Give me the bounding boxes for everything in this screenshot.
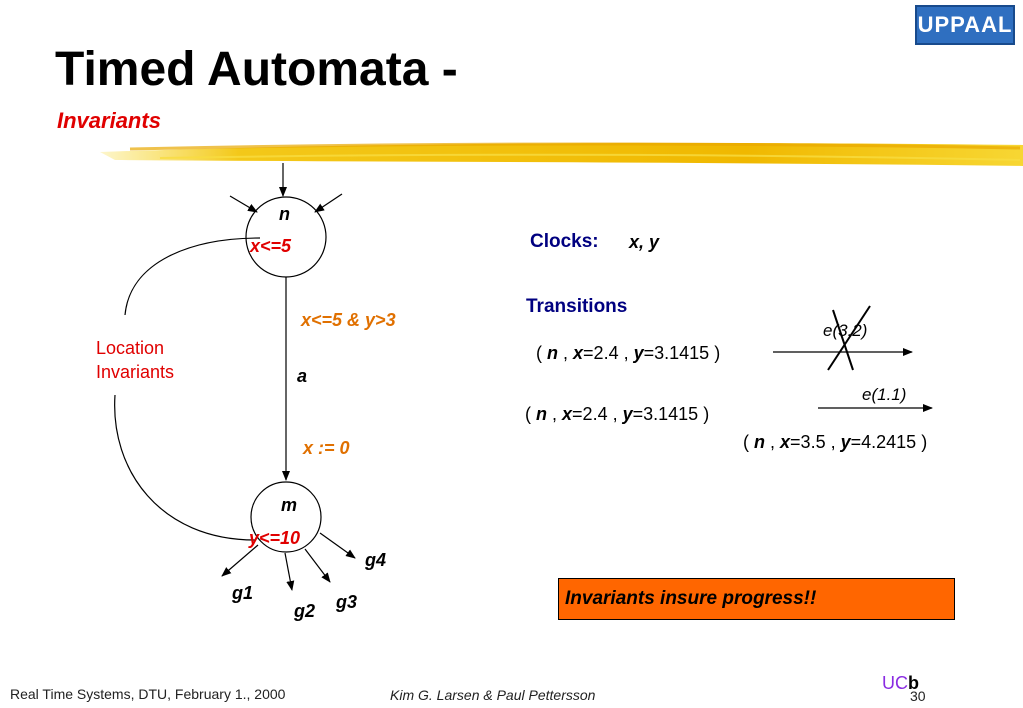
state-row-3-y: =4.2415 — [850, 432, 917, 452]
footer-logo-uc: UC — [882, 673, 908, 693]
state-row-1-y: =3.1415 — [643, 343, 710, 363]
edge-reset: x := 0 — [303, 438, 350, 458]
annotation-curve-lower — [114, 394, 256, 541]
state-row-3-x: =3.5 , — [790, 432, 836, 452]
outgoing-label-g3: g3 — [336, 592, 358, 612]
progress-callout: Invariants insure progress!! — [558, 578, 955, 620]
state-row-3-y-var: y — [840, 432, 851, 452]
outgoing-edge-g2 — [284, 552, 295, 591]
state-row-3-loc: n — [754, 432, 766, 452]
location-m-invariant: y<=10 — [249, 528, 301, 548]
state-row-1: ( n , x=2.4 , y=3.1415 ) — [536, 343, 721, 363]
delay-label-1: e(3.2) — [823, 321, 868, 340]
state-row-1-open: ( — [536, 343, 542, 363]
annotation-line-2: Invariants — [96, 362, 175, 382]
outgoing-edge-g3 — [304, 548, 331, 583]
delay-label-2: e(1.1) — [862, 385, 907, 404]
annotation-label: Location Invariants — [96, 336, 174, 384]
cross-line-a — [832, 309, 854, 371]
state-row-2: ( n , x=2.4 , y=3.1415 ) — [525, 404, 710, 424]
slide-title: Timed Automata - — [55, 43, 458, 96]
location-n-name: n — [279, 204, 290, 224]
state-row-2-x-var: x — [562, 404, 573, 424]
outgoing-label-g1: g1 — [232, 583, 254, 603]
clocks-value: x, y — [629, 232, 660, 252]
state-row-2-close: ) — [703, 404, 710, 424]
state-row-1-close: ) — [714, 343, 721, 363]
state-row-1-x: =2.4 , — [583, 343, 629, 363]
state-row-2-y: =3.1415 — [632, 404, 699, 424]
state-row-1-y-var: y — [633, 343, 644, 363]
footer-logo-b: b — [908, 673, 919, 693]
state-row-2-y-var: y — [622, 404, 633, 424]
outgoing-edge-g1 — [221, 544, 259, 577]
footer-course: Real Time Systems, DTU, February 1., 200… — [10, 686, 286, 702]
annotation-curve-upper — [124, 237, 261, 316]
state-row-1-loc: n — [547, 343, 559, 363]
location-m-name: m — [281, 495, 298, 515]
transitions-heading: Transitions — [526, 296, 628, 317]
footer-logo: UCb — [882, 673, 919, 694]
state-row-1-x-var: x — [573, 343, 584, 363]
outgoing-edge-g4 — [319, 532, 356, 559]
outgoing-label-g4: g4 — [365, 550, 387, 570]
location-m-circle — [250, 481, 322, 553]
uppaal-logo: UPPAAL — [915, 5, 1015, 45]
slide-subtitle: Invariants — [57, 108, 161, 133]
location-n-invariant: x<=5 — [250, 236, 292, 256]
page-number: 30 — [910, 688, 926, 704]
state-row-2-x: =2.4 , — [572, 404, 618, 424]
clocks-label: Clocks: — [530, 231, 599, 252]
state-row-3-close: ) — [921, 432, 928, 452]
cross-line-b — [827, 305, 871, 371]
state-row-2-loc: n — [536, 404, 548, 424]
state-row-3-x-var: x — [780, 432, 791, 452]
incoming-edge-right — [314, 193, 343, 213]
state-row-2-open: ( — [525, 404, 531, 424]
brush-stroke — [100, 142, 1023, 166]
incoming-edge-left — [229, 195, 258, 213]
edge-action: a — [297, 366, 308, 386]
state-row-3: ( n , x=3.5 , y=4.2415 ) — [743, 432, 928, 452]
outgoing-label-g2: g2 — [294, 601, 316, 621]
annotation-line-1: Location — [96, 338, 165, 358]
state-row-3-open: ( — [743, 432, 749, 452]
edge-guard: x<=5 & y>3 — [301, 310, 396, 330]
footer-authors: Kim G. Larsen & Paul Pettersson — [390, 687, 596, 703]
